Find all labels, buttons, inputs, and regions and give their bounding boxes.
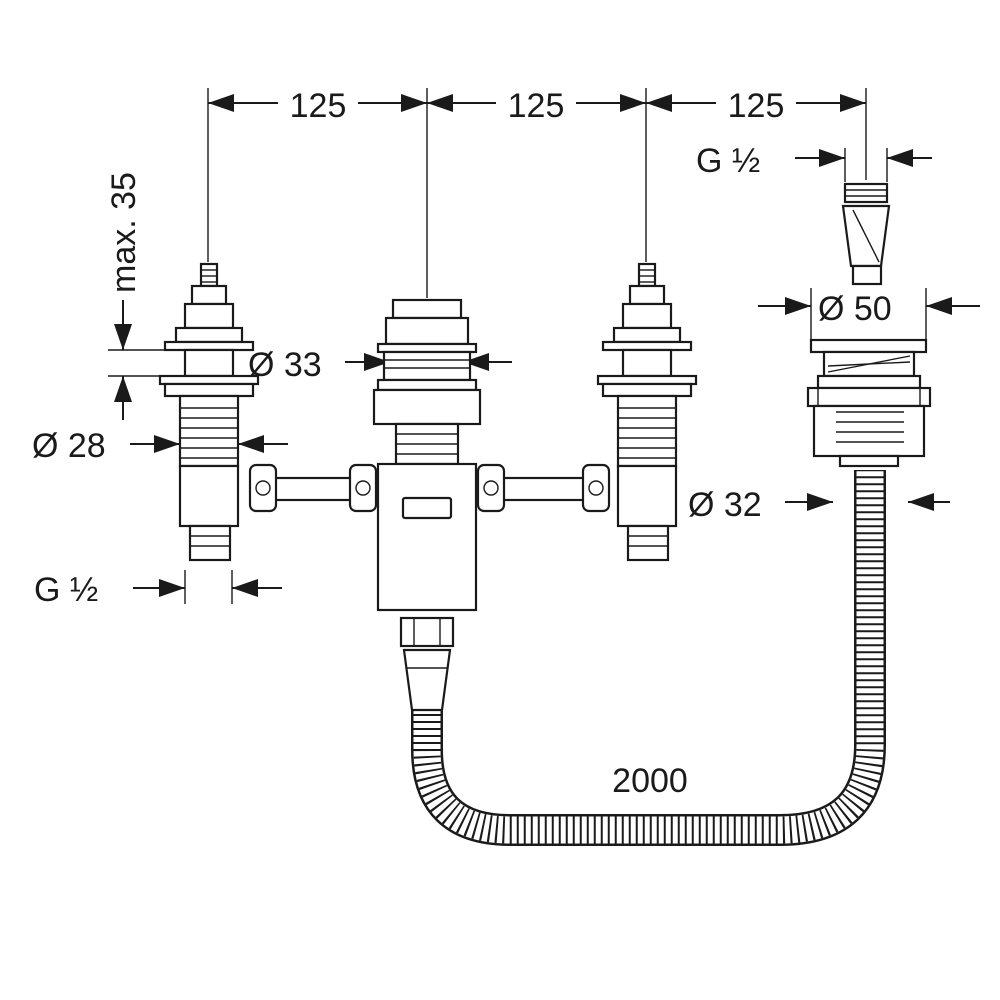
hose-fitting (399, 616, 455, 712)
dim-dia-center-valve-label: Ø 33 (248, 346, 322, 384)
dim-dia-left-valve-label: Ø 28 (32, 427, 106, 465)
right-valve (596, 262, 698, 562)
dim-spacing-2: 125 (508, 87, 565, 125)
connecting-pipes (248, 463, 611, 513)
dim-hose-length: 2000 (612, 762, 688, 800)
dim-dia-spout-body: Ø 32 (688, 486, 950, 524)
dim-dia-spout-top: Ø 50 (758, 288, 980, 340)
top-dimension-chain: 125 125 125 (207, 84, 867, 298)
dim-dia-left-valve: Ø 28 (32, 427, 288, 465)
dim-dia-spout-body-label: Ø 32 (688, 486, 762, 524)
dim-dia-spout-top-label: Ø 50 (818, 290, 892, 328)
spout-body (806, 338, 932, 468)
center-diverter-body (372, 298, 482, 612)
dim-thread-top-right-label: G ½ (696, 142, 760, 180)
dim-max-height: max. 35 (105, 172, 170, 420)
dim-thread-top-right: G ½ (696, 142, 932, 182)
dim-thread-bottom-left: G ½ (34, 570, 282, 609)
left-valve (158, 262, 260, 562)
dim-spacing-3: 125 (728, 87, 785, 125)
dim-dia-center-valve: Ø 33 (248, 346, 512, 384)
spout-connector (841, 182, 891, 286)
flex-hose: 2000 (411, 470, 886, 846)
dim-max-height-label: max. 35 (105, 172, 143, 293)
dim-spacing-1: 125 (290, 87, 347, 125)
dim-thread-bottom-left-label: G ½ (34, 571, 98, 609)
